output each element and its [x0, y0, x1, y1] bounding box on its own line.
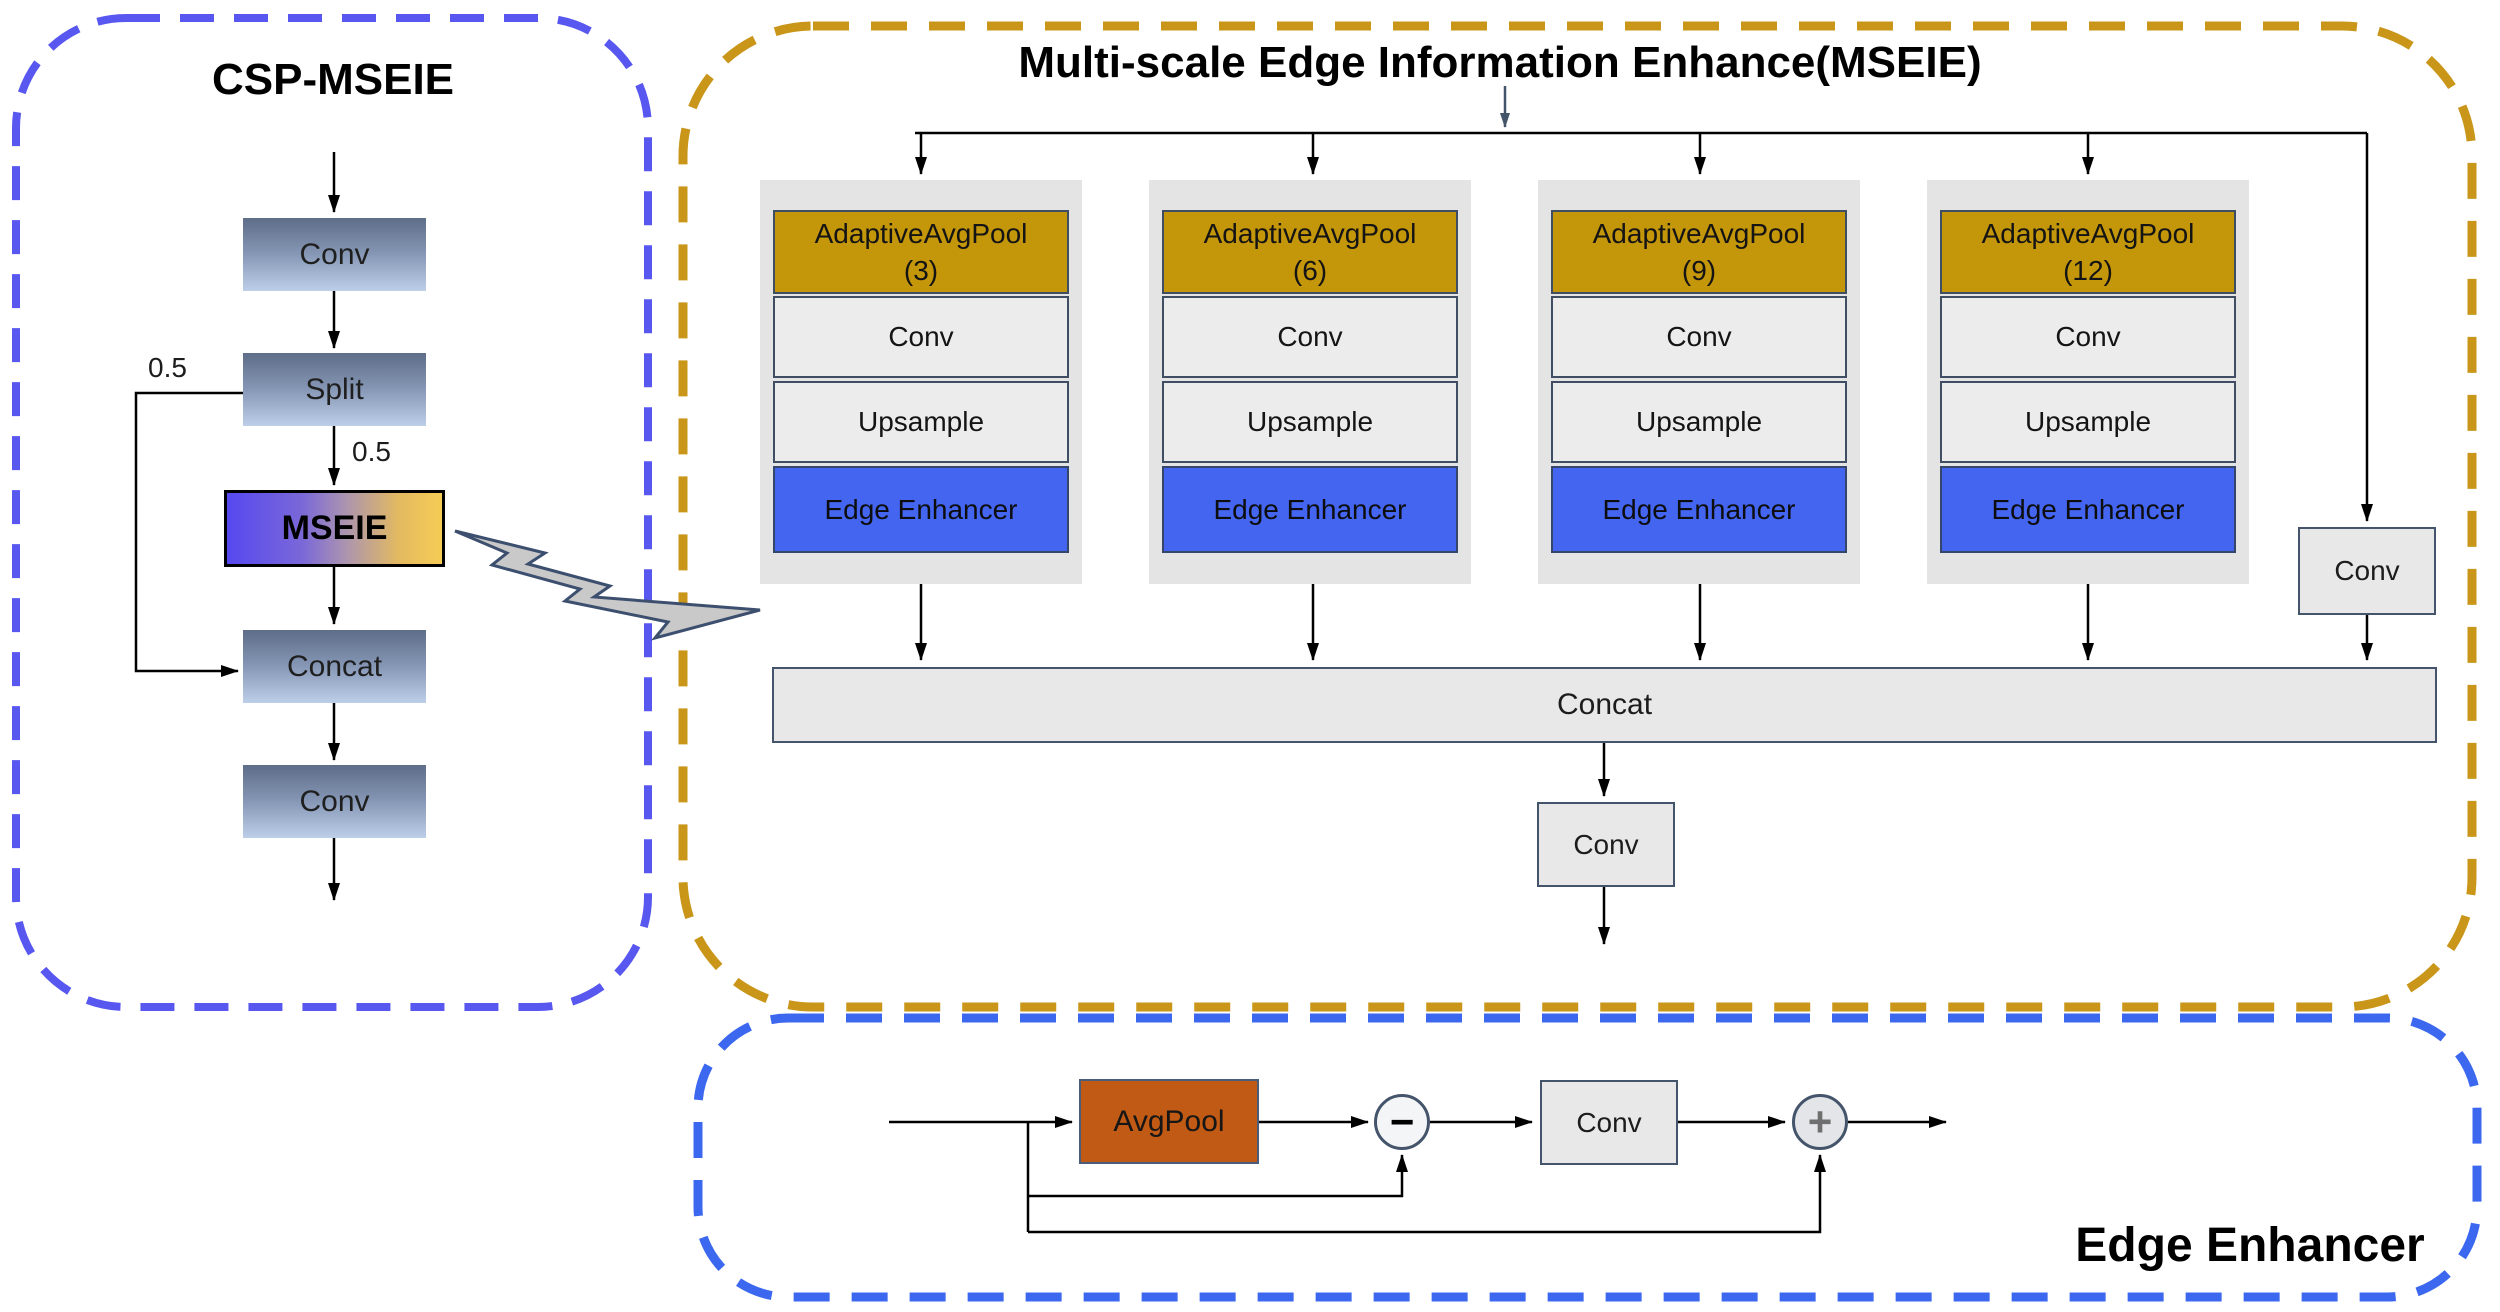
conv-box: Conv — [1551, 296, 1847, 378]
upsample-box: Upsample — [1551, 381, 1847, 463]
edge-enhancer-title: Edge Enhancer — [2075, 1219, 2425, 1272]
subtract-node: − — [1374, 1094, 1430, 1150]
avgpool-box: AvgPool — [1079, 1079, 1259, 1164]
adaptive-avgpool-box: AdaptiveAvgPool (6) — [1162, 210, 1458, 294]
left-flow-arrows — [134, 152, 340, 901]
adaptive-avgpool-box: AdaptiveAvgPool (12) — [1940, 210, 2236, 294]
csp-concat-box: Concat — [243, 630, 426, 703]
conv-box: Conv — [1940, 296, 2236, 378]
edge-enhancer-box: Edge Enhancer — [1551, 466, 1847, 553]
upsample-box: Upsample — [1940, 381, 2236, 463]
csp-split-box: Split — [243, 353, 426, 426]
plus-icon: + — [1807, 1098, 1833, 1145]
minus-icon: − — [1389, 1098, 1415, 1145]
edge-enhancer-box: Edge Enhancer — [1162, 466, 1458, 553]
csp-conv1-box: Conv — [243, 218, 426, 291]
enhancer-flow-arrows — [889, 1116, 1947, 1234]
output-conv-box: Conv — [1537, 802, 1675, 887]
mseie-branch-4: AdaptiveAvgPool (12) Conv Upsample Edge … — [1927, 180, 2249, 584]
adaptive-avgpool-box: AdaptiveAvgPool (3) — [773, 210, 1069, 294]
csp-mseie-panel-border — [12, 14, 652, 1011]
pool-size-label: (3) — [903, 255, 939, 286]
pool-size-label: (12) — [2063, 255, 2113, 286]
side-conv-box: Conv — [2298, 527, 2436, 615]
enhancer-conv-box: Conv — [1540, 1080, 1678, 1165]
lightning-connector-icon — [454, 529, 761, 641]
add-node: + — [1792, 1094, 1848, 1150]
mseie-branch-2: AdaptiveAvgPool (6) Conv Upsample Edge E… — [1149, 180, 1471, 584]
edge-enhancer-box: Edge Enhancer — [1940, 466, 2236, 553]
pool-label: AdaptiveAvgPool — [1981, 218, 2195, 249]
adaptive-avgpool-box: AdaptiveAvgPool (9) — [1551, 210, 1847, 294]
mseie-branch-1: AdaptiveAvgPool (3) Conv Upsample Edge E… — [760, 180, 1082, 584]
pool-label: AdaptiveAvgPool — [814, 218, 1028, 249]
mseie-panel-title: Multi-scale Edge Information Enhance(MSE… — [1018, 38, 1982, 87]
upsample-box: Upsample — [773, 381, 1069, 463]
pool-size-label: (6) — [1292, 255, 1328, 286]
csp-mseie-box: MSEIE — [224, 490, 445, 567]
mseie-flow-arrows — [915, 131, 2373, 945]
pool-size-label: (9) — [1681, 255, 1717, 286]
edge-enhancer-box: Edge Enhancer — [773, 466, 1069, 553]
mseie-panel-border — [678, 21, 2477, 1012]
csp-conv2-box: Conv — [243, 765, 426, 838]
mseie-branch-3: AdaptiveAvgPool (9) Conv Upsample Edge E… — [1538, 180, 1860, 584]
conv-box: Conv — [773, 296, 1069, 378]
csp-mseie-title: CSP-MSEIE — [211, 55, 455, 104]
split-ratio-left-label: 0.5 — [148, 352, 187, 383]
pool-label: AdaptiveAvgPool — [1203, 218, 1417, 249]
pool-label: AdaptiveAvgPool — [1592, 218, 1806, 249]
conv-box: Conv — [1162, 296, 1458, 378]
concat-bar: Concat — [772, 667, 2437, 743]
split-ratio-down-label: 0.5 — [352, 436, 391, 467]
upsample-box: Upsample — [1162, 381, 1458, 463]
